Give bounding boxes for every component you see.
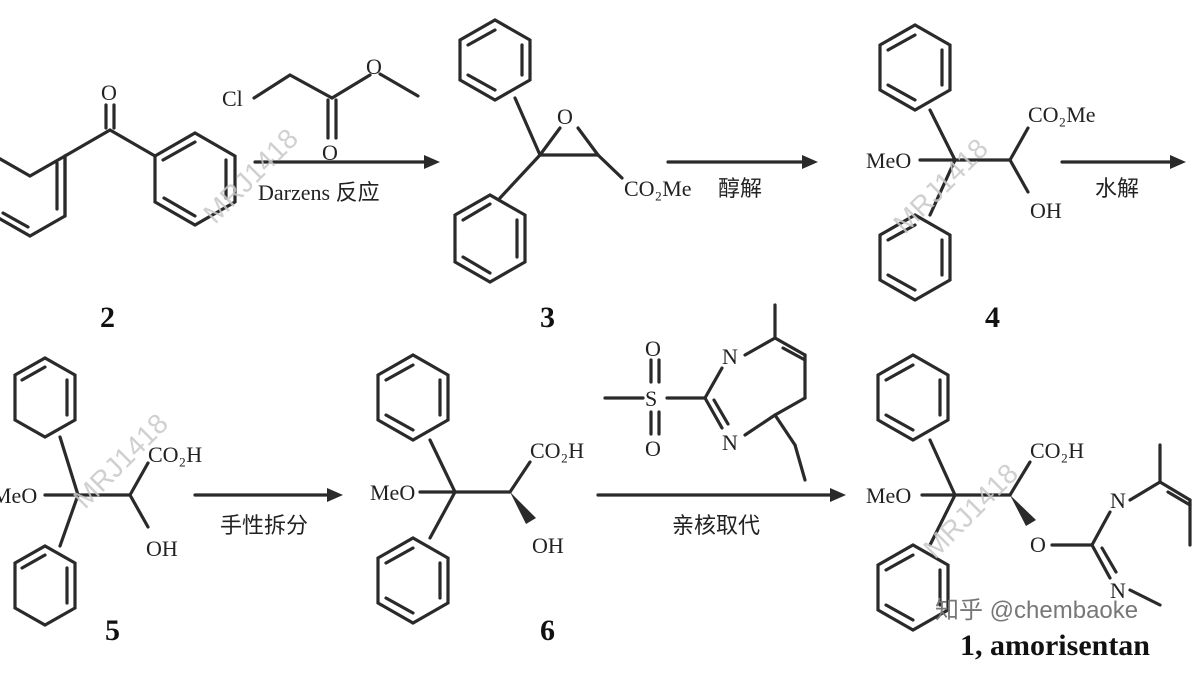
compound-3-label: 3 [540,301,555,334]
reagent-methylsulfonyl-pyrimidine: S O O N N [603,303,807,482]
sulfonyl-oxygen-top: O [645,336,661,361]
step-5-label: 亲核取代 [672,514,760,539]
compound-4-ester: CO₂Me [1028,102,1096,127]
compound-6-acid: CO₂H [530,438,584,463]
compound-2-structure: O 2 [0,80,237,334]
pyrimidine-n-bottom: N [722,430,738,455]
chlorine-label: Cl [222,86,243,111]
compound-2-label: 2 [100,301,115,334]
pyrimidine-n-top: N [722,344,738,369]
compound-1-n-bottom: N [1110,578,1126,603]
arrow-step-1: Darzens 反应 [253,155,440,205]
compound-4-hydroxyl: OH [1030,198,1062,223]
compound-4-methoxy: MeO [866,148,911,173]
compound-1-n-top: N [1110,488,1126,513]
compound-6-structure: MeO CO₂H OH 6 [370,353,584,647]
compound-5-hydroxyl: OH [146,536,178,561]
step-4-label: 手性拆分 [220,514,308,539]
watermark-1: MRJ1418 [197,123,304,230]
arrow-step-4: 手性拆分 [193,488,343,539]
compound-1-label: 1, amorisentan [960,629,1150,662]
compound-4-structure: MeO CO₂Me OH 4 [866,23,1096,334]
compound-5-label: 5 [105,614,120,647]
arrow-step-5: 亲核取代 [596,488,846,539]
sulfur-label: S [645,386,657,411]
compound-6-methoxy: MeO [370,480,415,505]
ester-oxygen-label: O [366,54,382,79]
compound-5-methoxy: MeO [0,483,37,508]
compound-5-acid: CO₂H [148,442,202,467]
compound-1-ether-oxygen: O [1030,532,1046,557]
compound-3-epoxide-oxygen: O [557,104,573,129]
sulfonyl-oxygen-bottom: O [645,436,661,461]
compound-3-ester: CO₂Me [624,176,692,201]
compound-6-hydroxyl: OH [532,533,564,558]
compound-3-structure: O CO₂Me 3 [453,18,692,334]
step-3-label: 水解 [1095,177,1139,202]
carbonyl-oxygen-label: O [322,140,338,165]
watermark-4: MRJ1418 [917,458,1024,565]
compound-1-acid: CO₂H [1030,438,1084,463]
source-credit: 知乎 @chembaoke [935,597,1138,624]
compound-4-label: 4 [985,301,1000,334]
arrow-step-2: 醇解 [666,155,818,202]
compound-1-methoxy: MeO [866,483,911,508]
compound-1-structure: MeO CO₂H O N N 1, amorisentan [866,353,1192,662]
step-1-label: Darzens 反应 [258,180,380,205]
compound-5-structure: MeO CO₂H OH 5 [0,356,202,647]
compound-2-oxygen: O [101,80,117,105]
arrow-step-3: 水解 [1060,155,1186,202]
reagent-methyl-chloroacetate: Cl O O [222,54,420,165]
compound-6-label: 6 [540,614,555,647]
step-2-label: 醇解 [718,177,762,202]
